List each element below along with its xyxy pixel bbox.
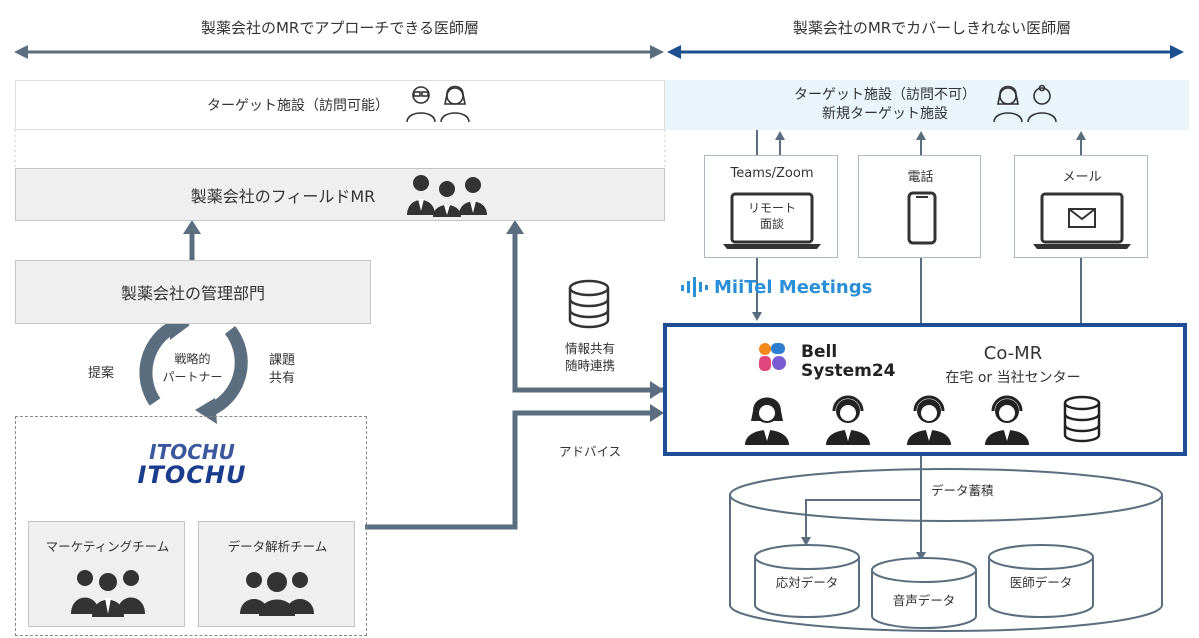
smartphone-icon <box>907 191 937 245</box>
bell-system-logo-mark <box>759 343 786 371</box>
target-facility-accessible: ターゲット施設（訪問可能） <box>15 80 665 130</box>
remote-line2: 面談 <box>759 217 784 231</box>
issues-line2: 共有 <box>268 371 295 386</box>
mgmt-to-field-arrow <box>183 220 201 260</box>
doctor-icons-remote <box>993 84 1057 123</box>
itochu-logo-text: ITOCHU <box>137 461 247 489</box>
team-people-icon <box>71 570 145 617</box>
co-mr-box: Bell System24 Co-MR 在宅 or 当社センター <box>663 323 1187 456</box>
itochu-logo: ITOCHU ITOCHU <box>16 437 368 497</box>
channel-phone-label: 電話 <box>907 170 934 185</box>
advice-arrow <box>365 404 664 530</box>
database-icon-comr <box>1063 395 1101 443</box>
info-share-line1: 情報共有 <box>564 341 615 356</box>
data-team-label: データ解析チーム <box>227 539 328 554</box>
co-mr-title: Co-MR <box>983 343 1043 364</box>
info-share-arrow <box>506 220 664 399</box>
issue-share-label: 課題 共有 <box>262 352 302 388</box>
target-remote-line1: ターゲット施設（訪問不可） <box>794 87 976 103</box>
bell-line2: System24 <box>801 361 896 381</box>
management-dept-box: 製薬会社の管理部門 <box>15 260 371 324</box>
mr-people-icon <box>407 174 488 217</box>
remote-line1: リモート <box>747 201 796 215</box>
channel-teams-label: Teams/Zoom <box>730 166 814 181</box>
target-facility-remote: ターゲット施設（訪問不可） 新規ターゲット施設 <box>665 80 1189 130</box>
laptop-screen-text: リモート 面談 <box>732 200 812 232</box>
team-group-icon <box>240 572 314 616</box>
data-accum-label: データ蓄積 <box>931 483 994 498</box>
channel-phone: 電話 <box>858 155 981 258</box>
data-item-doctor: 医師データ <box>1009 575 1073 590</box>
data-cylinders <box>754 544 1094 629</box>
target-remote-line2: 新規ターゲット施設 <box>822 106 948 122</box>
channel-mail: メール <box>1014 155 1148 258</box>
svg-text:ITOCHU: ITOCHU <box>149 440 235 464</box>
right-range-arrow <box>667 45 1184 59</box>
co-mr-subtitle: 在宅 or 当社センター <box>945 370 1081 386</box>
info-share-line2: 随時連携 <box>564 358 615 373</box>
doctor-icons <box>406 85 470 123</box>
miitel-wave-icon <box>681 277 708 297</box>
channel-mail-label: メール <box>1062 170 1102 185</box>
right-header-label: 製薬会社のMRでカバーしきれない医師層 <box>792 18 1072 37</box>
advice-label: アドバイス <box>559 444 622 459</box>
field-mr-box: 製薬会社のフィールドMR <box>15 168 665 221</box>
bell-line1: Bell <box>801 342 838 362</box>
channel-teams-zoom: Teams/Zoom リモート 面談 <box>704 155 838 258</box>
proposal-label: 提案 <box>88 366 115 381</box>
target-facility-label: ターゲット施設（訪問可能） <box>207 98 389 114</box>
operators-icon-row <box>745 395 1101 445</box>
data-item-voice: 音声データ <box>892 593 956 608</box>
miitel-logo: MiiTel Meetings <box>680 274 872 300</box>
bell-system-text: Bell System24 <box>801 343 895 381</box>
field-mr-label: 製薬会社のフィールドMR <box>190 186 376 206</box>
issues-line1: 課題 <box>268 353 295 368</box>
marketing-team-box: マーケティングチーム <box>28 521 185 627</box>
laptop-icon <box>723 192 821 249</box>
left-header-label: 製薬会社のMRでアプローチできる医師層 <box>200 18 480 37</box>
marketing-team-label: マーケティングチーム <box>45 539 170 554</box>
partner-cycle-arrows <box>139 320 248 416</box>
strategic-partner-line2: パートナー <box>162 370 223 384</box>
strategic-partner-label: 戦略的 パートナー <box>150 350 235 386</box>
mail-laptop-icon <box>1033 192 1131 249</box>
data-item-response: 応対データ <box>775 575 839 590</box>
miitel-brand-text: MiiTel Meetings <box>714 276 873 298</box>
itochu-box: ITOCHU ITOCHU マーケティングチーム データ解析チーム <box>15 416 367 636</box>
strategic-partner-line1: 戦略的 <box>174 352 211 366</box>
left-range-arrow <box>14 45 664 59</box>
info-share-label: 情報共有 随時連携 <box>540 340 640 374</box>
data-team-box: データ解析チーム <box>198 521 355 627</box>
